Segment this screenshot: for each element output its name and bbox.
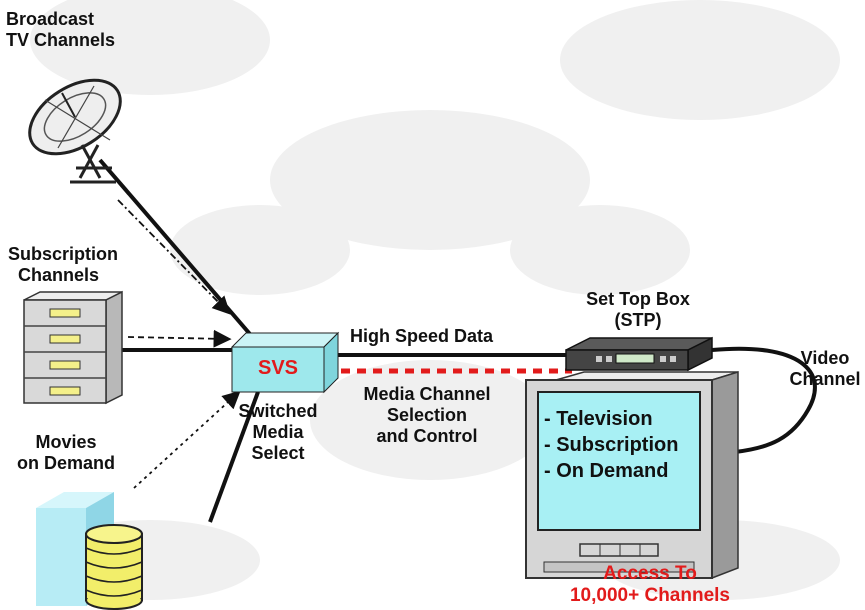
media-channel-label: Media Channel Selection and Control <box>352 384 502 447</box>
svs-label: SVS <box>232 358 324 379</box>
file-cabinet-icon <box>24 292 122 403</box>
movies-label: Movies on Demand <box>6 432 126 474</box>
movies-flow-arrow <box>134 393 238 488</box>
video-channel-label: Video Channel <box>785 348 865 390</box>
tv-line-subscription: - Subscription <box>544 432 678 458</box>
broadcast-label: Broadcast TV Channels <box>6 9 115 51</box>
database-icon <box>86 525 142 609</box>
tv-line-on-demand: - On Demand <box>544 458 678 484</box>
tv-screen-text: - Television - Subscription - On Demand <box>544 406 678 484</box>
set-top-box-label: Set Top Box (STP) <box>568 289 708 331</box>
access-channels-label: Access To 10,000+ Channels <box>540 563 760 607</box>
subscription-flow-arrow <box>128 337 228 339</box>
switched-media-select-label: Switched Media Select <box>236 401 320 464</box>
subscription-label: Subscription Channels <box>8 244 118 286</box>
set-top-box-icon <box>566 338 712 370</box>
tv-line-television: - Television <box>544 406 678 432</box>
high-speed-data-label: High Speed Data <box>350 326 493 347</box>
